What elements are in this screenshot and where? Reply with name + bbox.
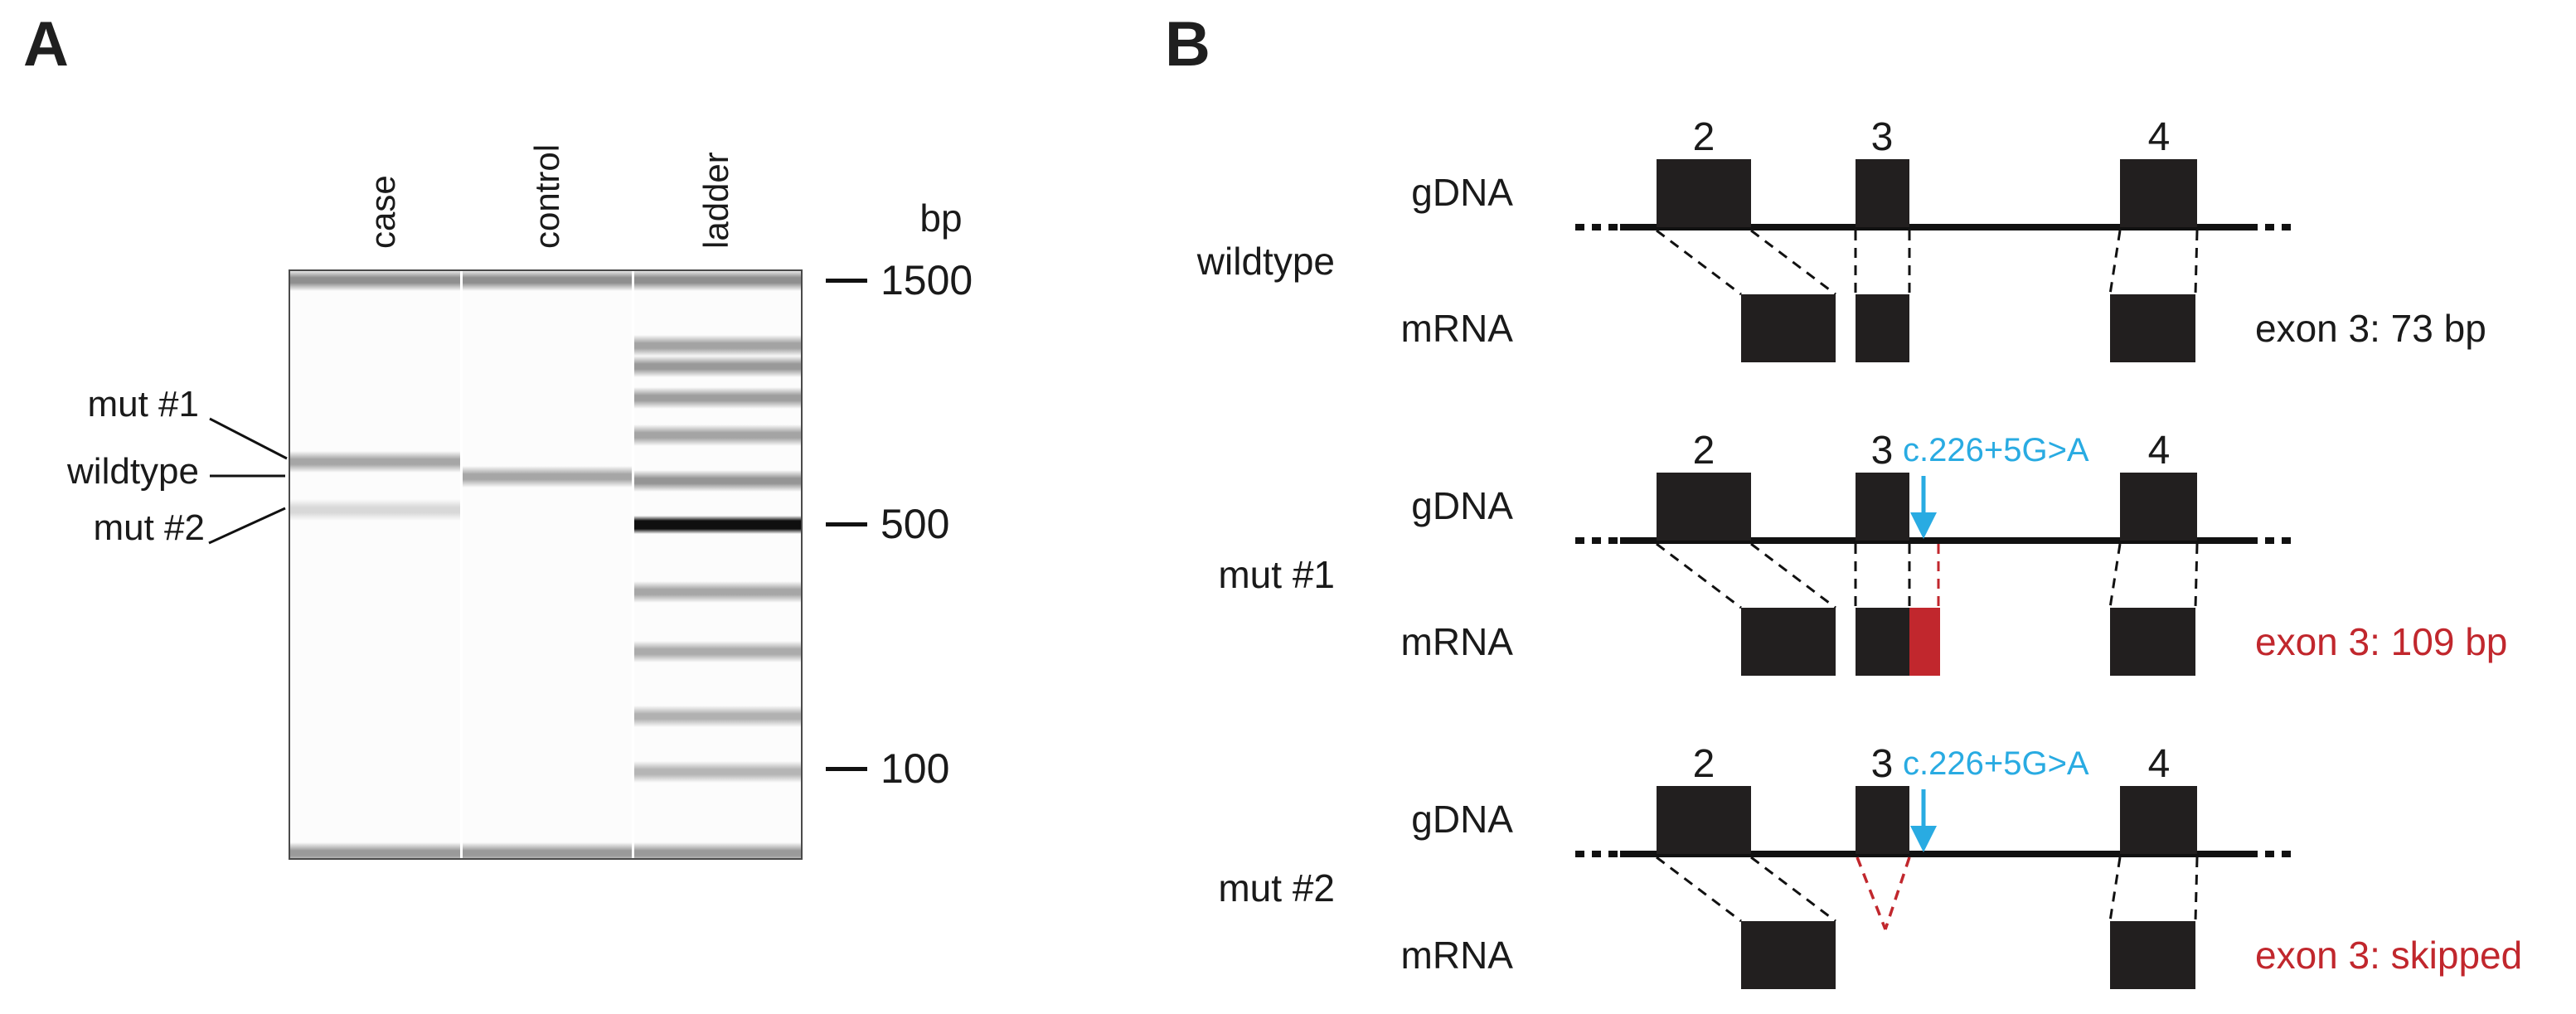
mutation-arrow-head bbox=[1910, 826, 1937, 852]
exon4-number: 4 bbox=[2147, 429, 2171, 473]
retained-intron-box bbox=[1909, 608, 1940, 676]
wildtype-splice-diagram bbox=[1575, 159, 2295, 362]
lane-label-case: case bbox=[363, 175, 402, 249]
marker-1500: 1500 bbox=[880, 257, 973, 303]
annotation-mut2: mut #2 bbox=[93, 507, 205, 548]
gel-band-ladder bbox=[634, 335, 801, 357]
marker-500: 500 bbox=[880, 501, 950, 547]
gel-band bbox=[634, 271, 801, 291]
gel-band-ladder-500 bbox=[634, 516, 801, 534]
mutation-arrow-head bbox=[1910, 512, 1937, 539]
row-label-mut2: mut #2 bbox=[1218, 866, 1335, 910]
gel-band bbox=[463, 842, 632, 858]
mrna-label: mRNA bbox=[1400, 307, 1513, 350]
bp-unit-label: bp bbox=[919, 196, 963, 240]
gel-band-ladder bbox=[634, 641, 801, 662]
gel-band-ladder bbox=[634, 425, 801, 446]
gel-band-ladder bbox=[634, 356, 801, 377]
exon3-number: 3 bbox=[1870, 115, 1894, 159]
gel-band bbox=[634, 842, 801, 858]
row-label-mut1: mut #1 bbox=[1218, 553, 1335, 596]
gel-band-ladder bbox=[634, 581, 801, 603]
exon-skip-dash-right bbox=[1884, 856, 1911, 930]
mut2-splice-diagram bbox=[1575, 786, 2295, 989]
mrna-label: mRNA bbox=[1400, 934, 1513, 977]
result-mut1: exon 3: 109 bp bbox=[2255, 620, 2508, 663]
exon2-number: 2 bbox=[1692, 429, 1715, 473]
tick-1500 bbox=[826, 279, 867, 283]
result-wildtype: exon 3: 73 bp bbox=[2255, 307, 2486, 350]
exon-skip-dash-left bbox=[1856, 856, 1887, 930]
gel-band bbox=[463, 271, 632, 291]
gdna-label: gDNA bbox=[1411, 798, 1513, 841]
exon3-number: 3 bbox=[1870, 742, 1894, 786]
mut1-splice-diagram bbox=[1575, 473, 2295, 676]
panel-a-label: A bbox=[23, 9, 69, 80]
tick-100 bbox=[826, 767, 867, 771]
gel-band-case-wildtype bbox=[290, 451, 460, 473]
gel-band bbox=[290, 842, 460, 858]
exon4-number: 4 bbox=[2147, 742, 2171, 786]
gel-image bbox=[289, 269, 803, 860]
exon3-number: 3 bbox=[1870, 429, 1894, 473]
gel-band-ladder bbox=[634, 387, 801, 409]
marker-100: 100 bbox=[880, 745, 950, 792]
mutation-annotation-mut1: c.226+5G>A bbox=[1903, 432, 2089, 468]
panel-b-label: B bbox=[1165, 9, 1210, 80]
gel-band bbox=[290, 271, 460, 291]
lane-label-control: control bbox=[527, 143, 566, 249]
row-label-wildtype: wildtype bbox=[1196, 240, 1335, 283]
annotation-wildtype: wildtype bbox=[67, 451, 199, 492]
lane-separator bbox=[460, 271, 463, 858]
mutation-annotation-mut2: c.226+5G>A bbox=[1903, 745, 2089, 782]
gel-band-ladder bbox=[634, 706, 801, 727]
gdna-label: gDNA bbox=[1411, 171, 1513, 214]
mrna-label: mRNA bbox=[1400, 620, 1513, 663]
exon2-number: 2 bbox=[1692, 115, 1715, 159]
exon2-number: 2 bbox=[1692, 742, 1715, 786]
lane-label-ladder: ladder bbox=[696, 152, 735, 249]
gel-band-case-mut2 bbox=[290, 499, 460, 521]
lane-separator bbox=[632, 271, 634, 858]
exon4-number: 4 bbox=[2147, 115, 2171, 159]
annotation-mut1: mut #1 bbox=[87, 384, 199, 425]
tick-500 bbox=[826, 522, 867, 526]
annotation-pointer-lines bbox=[208, 417, 288, 545]
gdna-label: gDNA bbox=[1411, 484, 1513, 527]
gel-band-ladder bbox=[634, 761, 801, 783]
gel-band-ladder bbox=[634, 470, 801, 492]
result-mut2: exon 3: skipped bbox=[2255, 934, 2523, 977]
gel-band-control-wildtype bbox=[463, 466, 632, 488]
